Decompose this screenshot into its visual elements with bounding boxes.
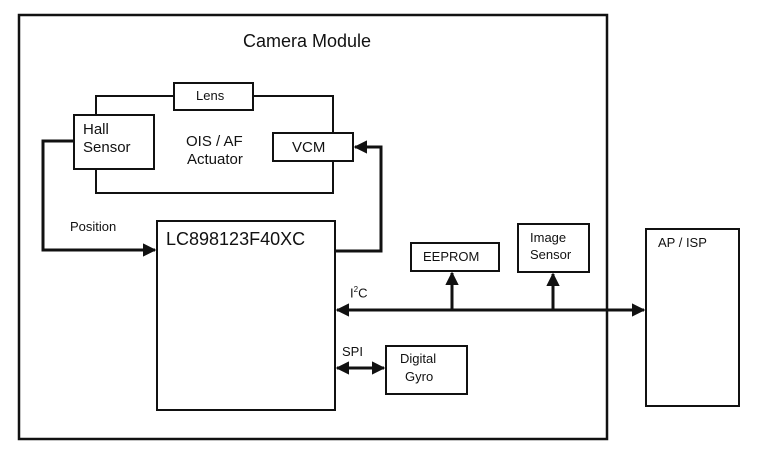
digital-gyro-label-line1: Digital [400, 351, 437, 366]
hall-sensor-label-line1: Hall [83, 121, 109, 138]
controller-box [156, 220, 336, 411]
hall-sensor-label-line2: Sensor [83, 139, 131, 156]
ap-isp-label: AP / ISP [658, 235, 707, 250]
camera-module-title: Camera Module [243, 31, 372, 51]
camera-module-box [17, 13, 609, 441]
ap-isp-box [645, 228, 740, 407]
image-sensor-box [517, 223, 590, 273]
lens-label: Lens [196, 88, 225, 103]
digital-gyro-box [385, 345, 468, 395]
controller-label: LC898123F40XC [166, 229, 306, 249]
position-arrow [41, 139, 157, 257]
spi-label: SPI [342, 344, 363, 359]
eeprom-box [410, 242, 500, 272]
i2c-label-superscript: 2 [353, 285, 359, 294]
eeprom-label: EEPROM [423, 249, 480, 264]
hall-sensor-box [73, 114, 155, 170]
i2c-label-tail: C [358, 285, 368, 301]
image-sensor-label-line2: Sensor [530, 247, 572, 262]
image-sensor-label-line1: Image [530, 230, 567, 245]
i2c-label-main: I [350, 285, 354, 301]
vcm-drive-arrow [335, 140, 383, 253]
lens-box [173, 82, 254, 111]
i2c-label: I2C [350, 285, 367, 301]
actuator-label-line2: Actuator [187, 151, 243, 168]
digital-gyro-label-line2: Gyro [405, 369, 434, 384]
vcm-label: VCM [292, 139, 326, 156]
position-label: Position [70, 219, 117, 234]
actuator-label-line1: OIS / AF [186, 133, 243, 150]
actuator-loop [95, 95, 334, 194]
vcm-box [272, 132, 354, 162]
